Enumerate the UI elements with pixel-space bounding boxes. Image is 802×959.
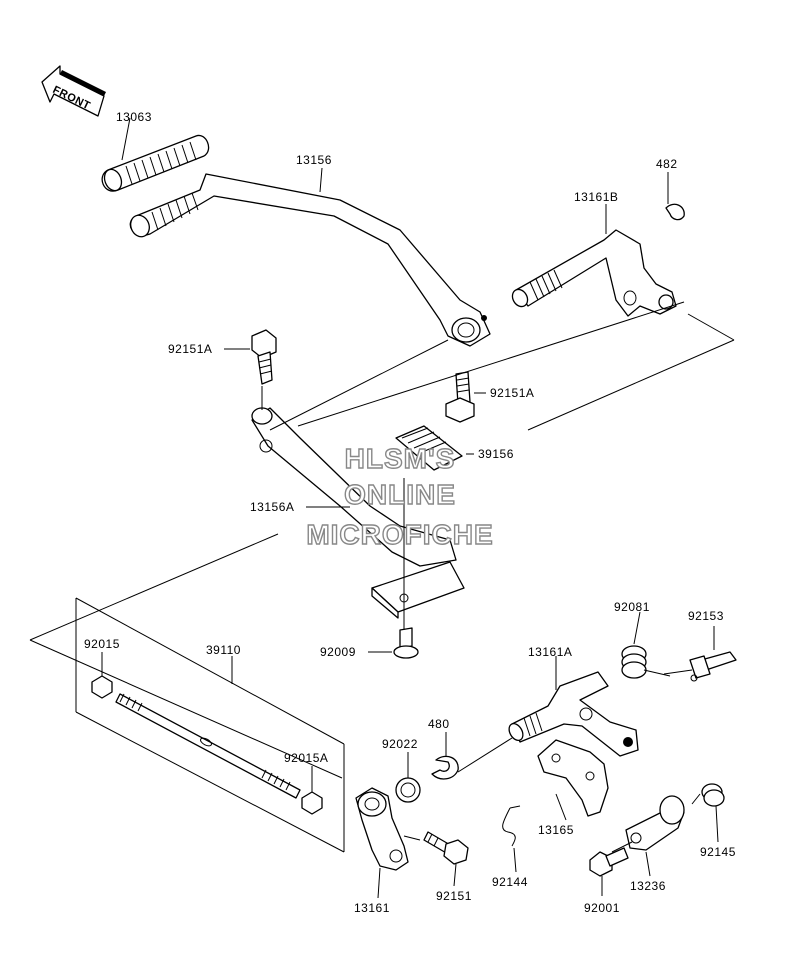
label-92022: 92022 (382, 737, 418, 751)
label-92015A: 92015A (284, 751, 328, 765)
label-92151A-mid: 92151A (490, 386, 534, 400)
leader-lines (101, 117, 719, 899)
label-13236: 13236 (630, 879, 666, 893)
washer-92022 (395, 777, 421, 803)
brake-pedal-lever (251, 407, 465, 619)
pin-92153 (689, 651, 737, 682)
shift-lever (129, 173, 491, 347)
label-92151: 92151 (436, 889, 472, 903)
pedal-rubber (395, 425, 463, 471)
bolt-92151A-top (251, 329, 277, 385)
label-92151A-top: 92151A (168, 342, 212, 356)
label-13156: 13156 (296, 153, 332, 167)
arm-13236 (625, 795, 685, 851)
label-92001: 92001 (584, 901, 620, 915)
watermark-line-1: HLSM'S (345, 443, 456, 474)
bolt-92151 (423, 831, 469, 865)
label-92145: 92145 (700, 845, 736, 859)
assembly-lines (29, 301, 735, 853)
label-482: 482 (656, 157, 678, 171)
spring-92081 (621, 645, 671, 679)
label-92144: 92144 (492, 875, 528, 889)
grip-rubber (101, 134, 210, 192)
label-39156: 39156 (478, 447, 514, 461)
watermark-line-3: MICROFICHE (306, 519, 493, 550)
spring-92145 (691, 783, 725, 807)
arm-13161 (355, 787, 409, 871)
bolt-92151A-mid (445, 371, 475, 423)
watermark-line-2: ONLINE (344, 479, 456, 510)
part-labels: 13063 13156 482 13161B 92151A 92151A 391… (84, 110, 736, 915)
tie-rod-39110 (115, 693, 301, 799)
nut-92015A (301, 791, 323, 815)
label-480: 480 (428, 717, 450, 731)
label-92153: 92153 (688, 609, 724, 623)
circlip-480 (431, 755, 459, 780)
label-13161: 13161 (354, 901, 390, 915)
shift-shaft-upper (511, 229, 677, 317)
bolt-92001 (589, 847, 629, 877)
circlip-482 (665, 203, 685, 221)
screw-92009 (393, 627, 419, 659)
nut-92015 (91, 675, 113, 699)
label-13063: 13063 (116, 110, 152, 124)
label-39110: 39110 (206, 643, 241, 657)
label-92081: 92081 (614, 600, 650, 614)
label-13156A: 13156A (250, 500, 294, 514)
watermark: HLSM'S ONLINE MICROFICHE (306, 442, 494, 550)
label-13161A: 13161A (528, 645, 572, 659)
front-arrow-icon: FRONT (41, 65, 106, 117)
label-92015: 92015 (84, 637, 120, 651)
label-92009: 92009 (320, 645, 356, 659)
spring-92144 (502, 805, 521, 847)
plate-13165 (537, 739, 609, 817)
label-13161B: 13161B (574, 190, 618, 204)
shift-shaft-lower (508, 671, 639, 757)
label-13165: 13165 (538, 823, 574, 837)
